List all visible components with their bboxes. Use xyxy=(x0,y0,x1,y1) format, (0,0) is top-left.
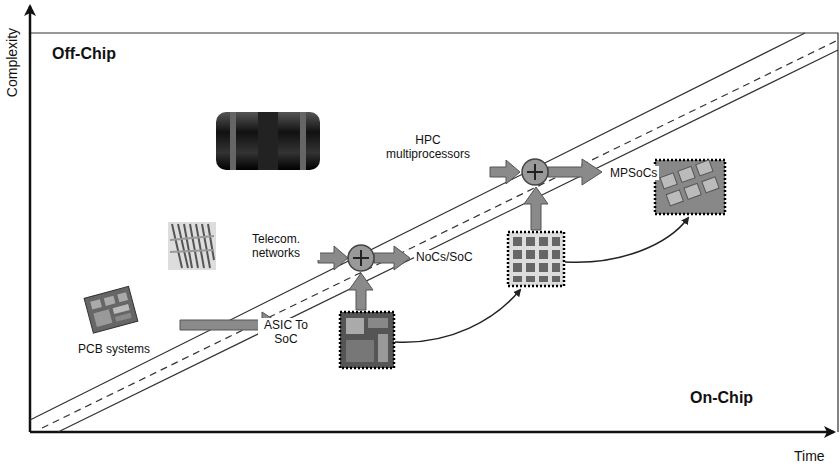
axis-label: Time xyxy=(792,448,827,465)
system-label: HPC multiprocessors xyxy=(376,133,480,161)
region-label: On-Chip xyxy=(688,388,755,407)
system-label: MPSoCs xyxy=(608,166,659,180)
axis-label: Complexity xyxy=(5,25,22,98)
system-label: ASIC To SoC xyxy=(258,318,314,346)
system-label: Telecom. networks xyxy=(250,232,320,260)
system-label: NoCs/SoC xyxy=(414,250,475,264)
region-label: Off-Chip xyxy=(50,44,118,63)
system-label: PCB systems xyxy=(76,342,152,356)
